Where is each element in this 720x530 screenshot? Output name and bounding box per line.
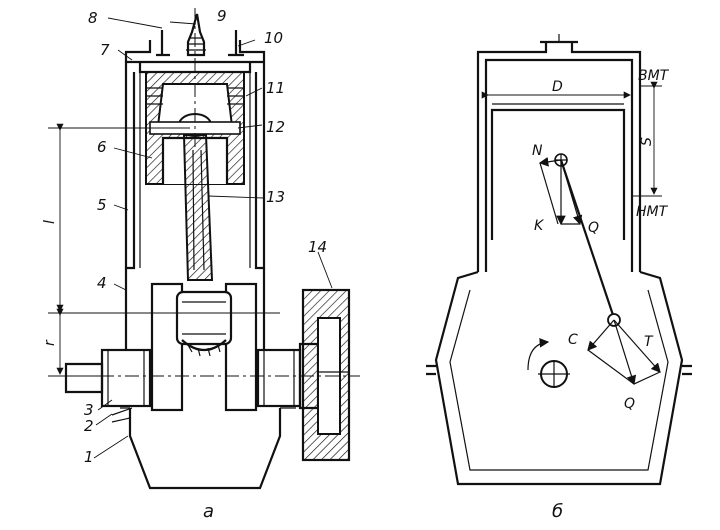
- label-part-8: 8: [88, 9, 98, 27]
- label-bore-D: D: [552, 79, 563, 95]
- label-part-12: 12: [266, 118, 285, 136]
- label-part-9: 9: [217, 7, 227, 25]
- label-force-C: C: [568, 332, 578, 348]
- label-force-Q2: Q: [624, 396, 635, 412]
- label-part-13: 13: [266, 188, 285, 206]
- label-part-3: 3: [84, 401, 94, 419]
- label-part-2: 2: [84, 417, 94, 435]
- label-force-Q1: Q: [588, 220, 599, 236]
- label-dimension-r: r: [42, 339, 58, 346]
- cylinder-wall-left: [124, 62, 136, 270]
- label-force-K: K: [534, 218, 545, 234]
- label-part-7: 7: [100, 41, 110, 59]
- crankcase: [124, 285, 282, 490]
- valve-left: [156, 30, 170, 57]
- label-part-11: 11: [266, 79, 285, 97]
- label-tdc: ВМТ: [638, 68, 670, 84]
- spark-plug: [186, 13, 206, 57]
- cylinder-wall-right: [254, 62, 266, 270]
- label-force-N: N: [532, 143, 543, 159]
- engine-section: 8 9 10 7 11 12 6 5 13 14 4 3 2 1 l r а: [42, 7, 360, 522]
- scheme-crankcase: [434, 270, 684, 486]
- cylinder-head: [124, 40, 266, 62]
- caption-b: б: [552, 501, 563, 522]
- label-stroke-S: S: [639, 137, 655, 146]
- label-force-T: T: [644, 334, 654, 350]
- caption-a: а: [203, 501, 214, 522]
- leader-lines: [93, 17, 333, 459]
- scheme-cylinder: [476, 88, 642, 272]
- flywheel: [301, 288, 351, 462]
- scheme-head: [476, 42, 642, 88]
- label-part-1: 1: [84, 448, 94, 466]
- label-part-4: 4: [97, 274, 107, 292]
- valve-right: [228, 30, 244, 57]
- label-part-10: 10: [264, 29, 283, 47]
- label-part-5: 5: [97, 196, 107, 214]
- label-bdc: НМТ: [636, 204, 669, 220]
- scheme-piston: [490, 108, 626, 240]
- label-part-14: 14: [308, 238, 327, 256]
- force-scheme: ВМТ НМТ D S N K Q C T Q б: [426, 34, 692, 522]
- label-part-6: 6: [97, 138, 107, 156]
- scheme-rod: [559, 159, 616, 319]
- crankshaft: [64, 268, 320, 412]
- connecting-rod: [182, 134, 214, 281]
- label-dimension-l: l: [42, 220, 58, 224]
